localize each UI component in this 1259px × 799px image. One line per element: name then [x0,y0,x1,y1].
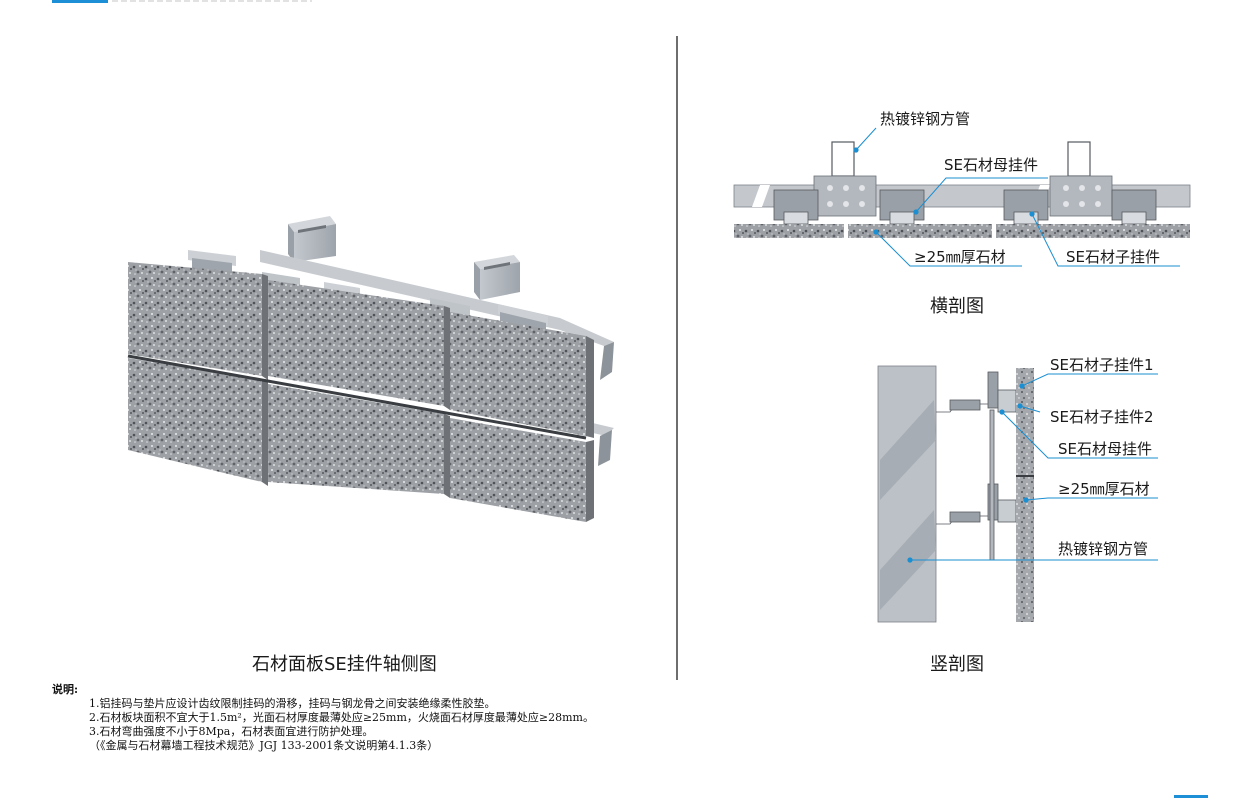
notes-title: 说明: [52,683,79,696]
label-mother-hanger-h: SE石材母挂件 [944,156,1038,174]
axonometric-caption: 石材面板SE挂件轴侧图 [252,654,437,675]
header-accent-bar [52,0,108,3]
notes-block: 说明: 1.铝挂码与垫片应设计齿纹限制挂码的滑移，挂码与钢龙骨之间安装绝缘柔性胶… [52,683,594,753]
stone-slab-section [1016,368,1034,622]
stone-panel-r1c3 [450,312,594,438]
section-divider [676,36,678,680]
label-child-hanger-2: SE石材子挂件2 [1050,408,1154,426]
label-steel-tube-h: 热镀锌钢方管 [880,110,971,128]
square-tube-right [1067,141,1091,177]
square-tube-left [831,141,855,177]
stone-panel-r2c3 [450,418,594,522]
note-item-2: 2.石材板块面积不宜大于1.5m²，光面石材厚度最薄处应≥25mm，火烧面石材厚… [89,711,594,724]
footer-accent-bar [1174,795,1208,798]
label-child-hanger-1: SE石材子挂件1 [1050,356,1154,374]
note-item-1: 1.铝挂码与垫片应设计齿纹限制挂码的滑移，挂码与钢龙骨之间安装绝缘柔性胶垫。 [89,697,496,710]
stone-panel-r1c1 [128,262,268,380]
horizontal-section-leaders [855,127,1180,267]
horizontal-section-caption: 横剖图 [930,296,984,317]
label-mother-hanger-v: SE石材母挂件 [1058,440,1152,458]
stone-panel-r2c2 [268,384,450,498]
label-stone-v: ≥25㎜厚石材 [1058,480,1150,498]
label-steel-tube-v: 热镀锌钢方管 [1058,540,1149,558]
steel-tube-right [474,255,520,300]
steel-tube-left [288,216,336,262]
vertical-section-caption: 竖剖图 [930,654,984,675]
label-child-hanger-h: SE石材子挂件 [1066,248,1160,266]
note-reference: （《金属与石材幕墙工程技术规范》JGJ 133-2001条文说明第4.1.3条） [89,739,439,752]
stone-panel-r1c2 [268,280,450,410]
horizontal-joint [127,354,587,440]
header-faded-text [112,0,312,2]
stone-panel-r2c1 [128,358,268,486]
axonometric-illustration [127,216,614,522]
vertical-brackets [936,371,1017,561]
note-item-3: 3.石材弯曲强度不小于8Mpa，石材表面宜进行防护处理。 [89,725,374,738]
hanger-units [773,189,1157,225]
label-stone-h: ≥25㎜厚石材 [914,248,1006,266]
stone-strip [734,224,1190,238]
vertical-section-drawing [877,365,1158,623]
vertical-section-leaders [910,373,1158,561]
horizontal-section-drawing [733,127,1191,267]
